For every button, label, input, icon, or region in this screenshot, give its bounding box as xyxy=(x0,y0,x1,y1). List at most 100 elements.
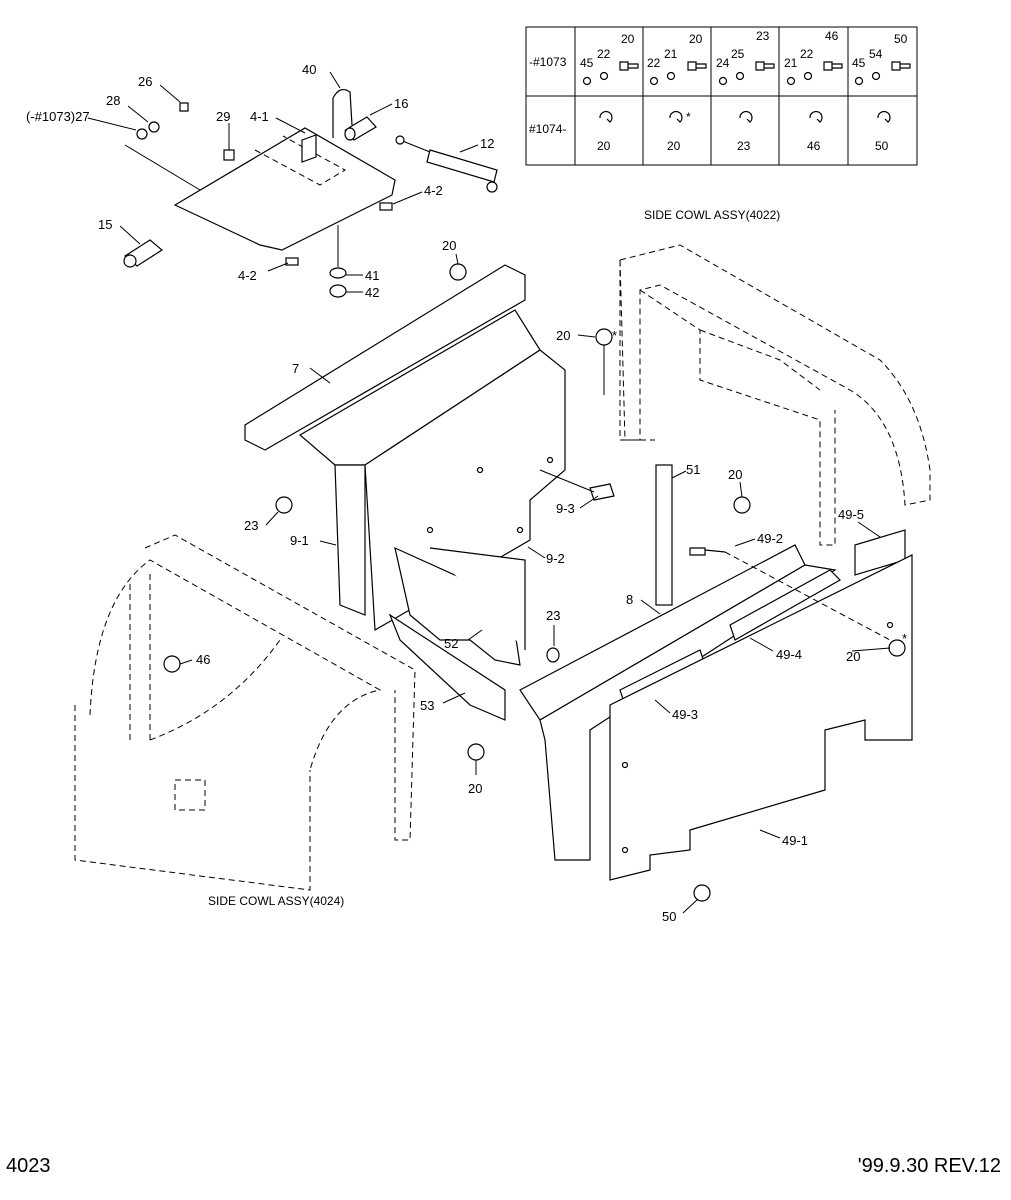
callout-7: 7 xyxy=(292,361,299,376)
callout-49-2: 49-2 xyxy=(757,531,783,546)
bolt-icon xyxy=(179,102,189,112)
callout-29: 29 xyxy=(216,109,230,124)
washer-icon xyxy=(718,76,728,86)
bolt-icon xyxy=(687,61,707,71)
callout-16: 16 xyxy=(394,96,408,111)
callout-49-3: 49-3 xyxy=(672,707,698,722)
washer-icon xyxy=(854,76,864,86)
callout-8: 8 xyxy=(626,592,633,607)
callout-49-4: 49-4 xyxy=(776,647,802,662)
bolt-icon xyxy=(689,547,726,556)
side-cowl-left xyxy=(74,534,416,891)
callout-28: 28 xyxy=(106,93,120,108)
callout-52: 52 xyxy=(444,636,458,651)
washer-icon xyxy=(666,71,676,81)
callout-20-star: 20 xyxy=(556,328,570,343)
callout-12: 12 xyxy=(480,136,494,151)
pad-49-4 xyxy=(729,569,841,641)
callout-40: 40 xyxy=(302,62,316,77)
callout-42: 42 xyxy=(365,285,379,300)
hinge-bracket xyxy=(301,134,317,163)
callout-9-3: 9-3 xyxy=(556,501,575,516)
svg-text:20: 20 xyxy=(597,139,611,153)
callout-20-star-mark: * xyxy=(612,328,617,343)
table-column-3: 24 25 23 23 xyxy=(716,29,775,153)
table-column-2: 22 21 20 20 * xyxy=(647,32,707,153)
pad-4-2 xyxy=(379,202,393,211)
svg-text:21: 21 xyxy=(664,47,678,61)
rail-7 xyxy=(244,264,526,451)
svg-text:50: 50 xyxy=(875,139,889,153)
clip-nut-icon xyxy=(546,647,560,663)
svg-text:25: 25 xyxy=(731,47,745,61)
callout-4-2: 4-2 xyxy=(424,183,443,198)
callout-9-2: 9-2 xyxy=(546,551,565,566)
fasteners xyxy=(163,263,906,902)
callout-20-bottom: 20 xyxy=(468,781,482,796)
clip-nut-icon xyxy=(595,328,613,346)
right-panel-assembly xyxy=(519,464,913,881)
callout-51: 51 xyxy=(686,462,700,477)
caption-side-cowl-4024: SIDE COWL ASSY(4024) xyxy=(208,894,344,908)
caption-side-cowl-4022: SIDE COWL ASSY(4022) xyxy=(644,208,780,222)
callout-23-left: 23 xyxy=(244,518,258,533)
nut-icon xyxy=(329,284,347,298)
panel-49-1 xyxy=(609,554,913,881)
svg-text:46: 46 xyxy=(825,29,839,43)
clip-nut-icon xyxy=(163,655,181,673)
frame-49-2 xyxy=(539,564,837,861)
parts-table: -#1073 #1074- 45 22 20 20 22 21 20 20 * xyxy=(525,26,918,166)
callout-labels: 40 26 28 (-#1073)27 29 4-1 16 12 4-2 15 … xyxy=(26,62,907,924)
callout-46: 46 xyxy=(196,652,210,667)
washer-icon xyxy=(136,128,148,140)
plate-4-1 xyxy=(173,127,396,251)
bolt-icon xyxy=(619,61,639,71)
svg-text:24: 24 xyxy=(716,56,730,70)
callout-15: 15 xyxy=(98,217,112,232)
revision-stamp: '99.9.30 REV.12 xyxy=(857,1155,1001,1177)
clip-nut-icon xyxy=(669,110,683,123)
clip-nut-icon xyxy=(693,884,711,902)
svg-text:23: 23 xyxy=(756,29,770,43)
callout-23-mid: 23 xyxy=(546,608,560,623)
washer-icon xyxy=(803,71,813,81)
page-code: 4023 xyxy=(6,1155,51,1177)
svg-text:45: 45 xyxy=(580,56,594,70)
table-column-5: 45 54 50 50 xyxy=(852,32,911,153)
table-row-label-1: -#1073 xyxy=(529,55,567,69)
callout-20-right: 20 xyxy=(846,649,860,664)
side-cowl-right xyxy=(619,244,931,546)
callout-4-1: 4-1 xyxy=(250,109,269,124)
washer-icon xyxy=(735,71,745,81)
svg-text:22: 22 xyxy=(647,56,661,70)
clip-nut-icon xyxy=(809,110,823,123)
table-row-label-2: #1074- xyxy=(529,122,566,136)
panel-9-1 xyxy=(334,464,366,616)
callout-49-5: 49-5 xyxy=(838,507,864,522)
callout-9-1: 9-1 xyxy=(290,533,309,548)
washer-icon xyxy=(871,71,881,81)
bolt-icon xyxy=(755,61,775,71)
callout-20-right-star: * xyxy=(902,631,907,646)
washer-icon xyxy=(649,76,659,86)
bracket-53 xyxy=(388,613,506,721)
callout-53: 53 xyxy=(420,698,434,713)
washer-icon xyxy=(582,76,592,86)
center-bracket xyxy=(388,546,526,721)
clip-nut-icon xyxy=(275,496,293,514)
table-column-1: 45 22 20 20 xyxy=(580,32,639,153)
bolt-icon xyxy=(823,61,843,71)
post-51 xyxy=(655,464,673,606)
callout-27: (-#1073)27 xyxy=(26,109,90,124)
clip-nut-icon xyxy=(733,496,751,514)
callout-20-top: 20 xyxy=(442,238,456,253)
callout-26: 26 xyxy=(138,74,152,89)
clip-nut-icon xyxy=(449,263,467,281)
clip-nut-icon xyxy=(599,110,613,123)
clip-nut-icon xyxy=(739,110,753,123)
svg-text:22: 22 xyxy=(800,47,814,61)
table-column-4: 21 22 46 46 xyxy=(784,29,843,153)
svg-text:20: 20 xyxy=(621,32,635,46)
handle-40 xyxy=(332,88,353,138)
